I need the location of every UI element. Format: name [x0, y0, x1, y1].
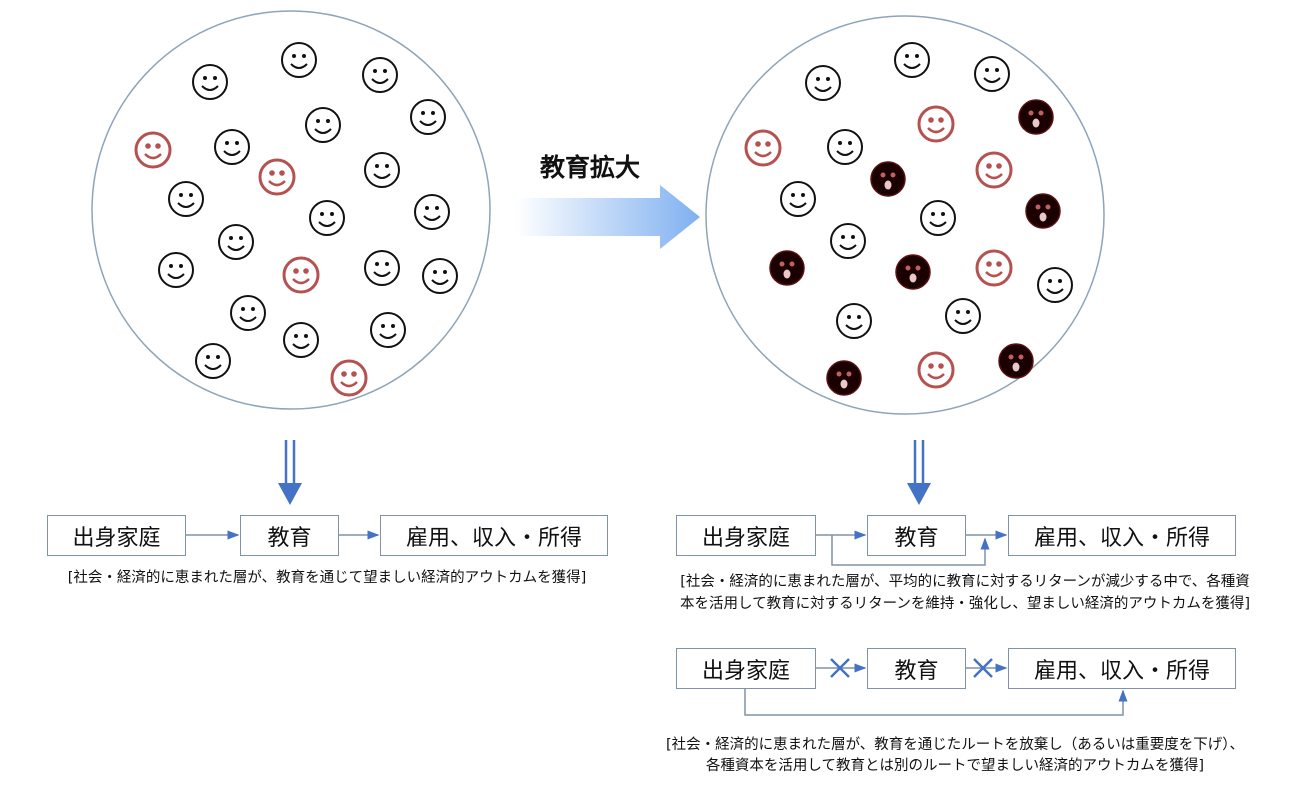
smiley-face-icon [370, 312, 406, 348]
smiley-face-icon [945, 298, 981, 334]
caption-after-b-2: 各種資本を活用して教育とは別のルートで望ましい経済的アウトカムを獲得] [705, 758, 1205, 774]
smiley-face-icon [218, 224, 254, 260]
shocked-face-icon [826, 360, 862, 396]
box-employment: 雇用、収入・所得 [380, 515, 608, 556]
smiley-face-icon [917, 105, 955, 143]
down-arrow-left [278, 440, 302, 505]
smiley-face-icon [422, 258, 458, 294]
smiley-face-icon [827, 129, 863, 165]
caption-before: [社会・経済的に恵まれた層が、教育を通じて望ましい経済的アウトカムを獲得] [67, 570, 587, 586]
shocked-face-icon [998, 343, 1034, 379]
down-arrow-right [907, 440, 931, 505]
smiley-face-icon [805, 65, 841, 101]
box-employment-a: 雇用、収入・所得 [1008, 515, 1236, 556]
smiley-face-icon [917, 351, 955, 389]
shocked-face-icon [769, 250, 805, 286]
smiley-face-icon [214, 129, 250, 165]
smiley-face-icon [362, 57, 398, 93]
blocked-mark-2 [973, 658, 993, 678]
smiley-face-icon [192, 64, 228, 100]
smiley-face-icon [134, 131, 172, 169]
smiley-face-icon [780, 181, 816, 217]
expansion-arrow [516, 185, 700, 249]
box-education-a: 教育 [867, 515, 966, 556]
shocked-face-icon [1025, 193, 1061, 229]
smiley-face-icon [1037, 267, 1073, 303]
smiley-face-icon [975, 249, 1013, 287]
caption-after-a-1: [社会・経済的に恵まれた層が、平均的に教育に対するリターンが減少する中で、各種資 [680, 574, 1250, 590]
smiley-face-icon [744, 129, 782, 167]
blocked-mark-1 [830, 658, 850, 678]
smiley-face-icon [305, 107, 341, 143]
smiley-face-icon [282, 256, 320, 294]
caption-after-b-1: [社会・経済的に恵まれた層が、教育を通じたルートを放棄し（あるいは重要度を下げ）… [665, 737, 1245, 753]
smiley-face-icon [894, 42, 930, 78]
box-education: 教育 [240, 515, 339, 556]
caption-after-a-2: 本を活用して教育に対するリターンを維持・強化し、望ましい経済的アウトカムを獲得] [680, 596, 1250, 612]
shocked-face-icon [1018, 99, 1054, 135]
smiley-face-icon [830, 223, 866, 259]
smiley-face-icon [410, 99, 446, 135]
box-family: 出身家庭 [47, 515, 186, 556]
smiley-face-icon [836, 303, 872, 339]
box-education-b: 教育 [867, 648, 966, 689]
box-family-b: 出身家庭 [676, 648, 816, 689]
population-circle-before [91, 10, 491, 410]
expansion-label: 教育拡大 [540, 153, 641, 182]
smiley-face-icon [168, 181, 204, 217]
smiley-face-icon [975, 151, 1013, 189]
smiley-face-icon [414, 194, 450, 230]
smiley-face-icon [258, 158, 296, 196]
box-family-a: 出身家庭 [676, 515, 816, 556]
smiley-face-icon [974, 56, 1010, 92]
shocked-face-icon [870, 161, 906, 197]
smiley-face-icon [158, 252, 194, 288]
smiley-face-icon [920, 200, 956, 236]
smiley-face-icon [364, 250, 400, 286]
smiley-face-icon [309, 200, 345, 236]
population-circle-after [705, 15, 1105, 415]
flow-connectors [186, 530, 1128, 716]
smiley-face-icon [364, 152, 400, 188]
smiley-face-icon [330, 359, 368, 397]
smiley-face-icon [230, 295, 266, 331]
box-employment-b: 雇用、収入・所得 [1008, 648, 1236, 689]
smiley-face-icon [283, 322, 319, 358]
smiley-face-icon [195, 343, 231, 379]
smiley-face-icon [281, 42, 317, 78]
shocked-face-icon [895, 254, 931, 290]
